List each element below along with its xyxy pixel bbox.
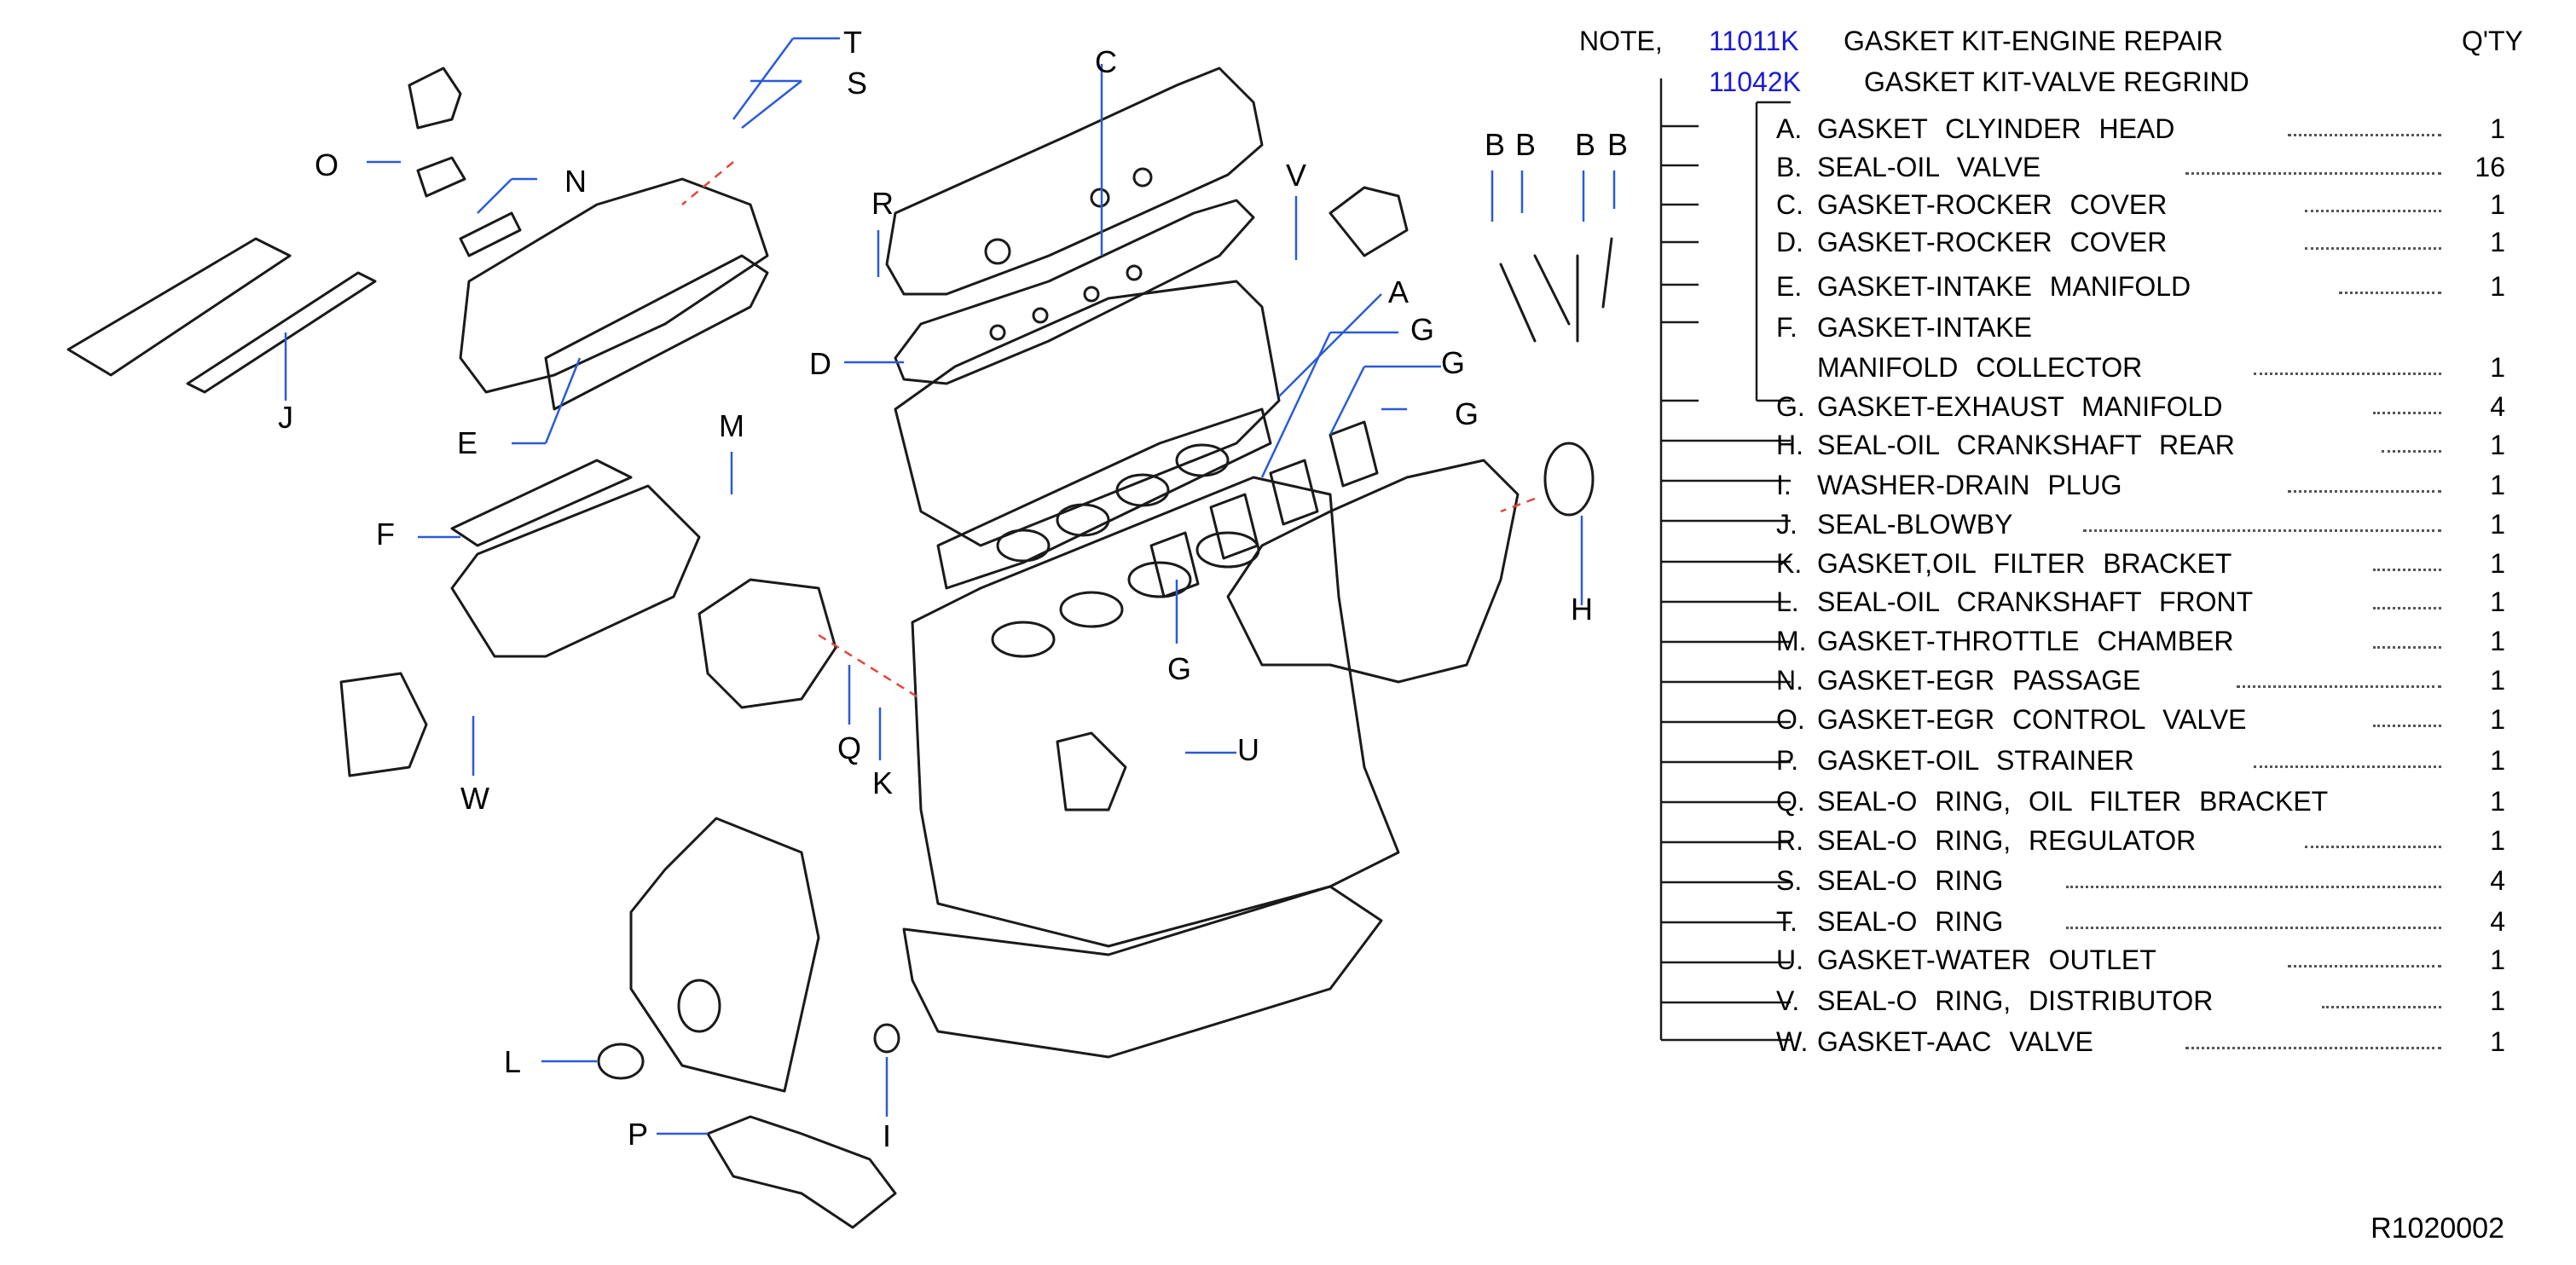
callout-e: E — [456, 425, 478, 460]
note-label: NOTE, — [1579, 26, 1663, 56]
callout-b3: B — [1574, 127, 1596, 162]
callout-h: H — [1571, 592, 1593, 627]
callout-r: R — [871, 186, 894, 221]
diagram-reference-number: R1020002 — [2370, 1212, 2504, 1245]
callout-w: W — [460, 781, 489, 816]
front-crank-seal-drawing — [597, 1043, 645, 1080]
head-gasket-drawing — [936, 407, 1272, 590]
rear-crank-seal-drawing — [1543, 442, 1595, 517]
rocker-cover-drawing — [885, 66, 1264, 296]
kit-1-name: GASKET KIT-ENGINE REPAIR — [1844, 26, 2224, 56]
intake-manifold-drawing — [459, 177, 769, 394]
callout-o: O — [314, 147, 339, 182]
callout-d: D — [809, 346, 831, 381]
callout-l: L — [503, 1044, 522, 1079]
kit-2-code: 11042K — [1709, 66, 1801, 97]
callout-m: M — [719, 408, 744, 443]
engine-block-drawing — [911, 476, 1400, 948]
callout-g4: G — [1166, 651, 1192, 686]
callout-v: V — [1285, 158, 1307, 193]
callout-u: U — [1237, 732, 1259, 767]
callout-b1: B — [1484, 127, 1506, 162]
callout-p: P — [627, 1117, 649, 1152]
kit-2-name: GASKET KIT-VALVE REGRIND — [1864, 66, 2249, 97]
aac-valve-drawing — [339, 672, 428, 777]
part-row-f: F.GASKET-INTAKE — [1776, 312, 2032, 343]
distributor-drawing — [1329, 186, 1409, 257]
callout-a: A — [1387, 274, 1410, 309]
callout-g3: G — [1454, 396, 1479, 431]
callout-t: T — [843, 25, 862, 60]
callout-q: Q — [836, 731, 862, 765]
callout-b4: B — [1606, 127, 1629, 162]
oil-strainer-drawing — [706, 1115, 897, 1229]
throttle-chamber-drawing — [698, 578, 837, 709]
callout-s: S — [846, 66, 868, 101]
water-outlet-drawing — [1056, 731, 1127, 812]
kit-1-code: 11011K — [1709, 26, 1799, 56]
callout-g2: G — [1440, 345, 1466, 380]
callout-n: N — [564, 164, 587, 199]
blowby-rail-drawing — [67, 237, 292, 377]
qty-header: Q'TY — [2462, 26, 2523, 56]
callout-j: J — [278, 400, 293, 435]
intake-collector-drawing — [450, 484, 701, 658]
egr-control-valve-drawing — [408, 66, 462, 130]
callout-f: F — [376, 517, 395, 552]
callout-i: I — [882, 1118, 892, 1153]
callout-k: K — [871, 765, 894, 800]
callout-b2: B — [1514, 127, 1537, 162]
exhaust-manifold-drawing — [1226, 459, 1520, 684]
callout-g1: G — [1410, 312, 1435, 347]
callout-c: C — [1095, 44, 1117, 79]
oil-pan-drawing — [902, 885, 1383, 1059]
timing-cover-drawing — [629, 817, 820, 1093]
